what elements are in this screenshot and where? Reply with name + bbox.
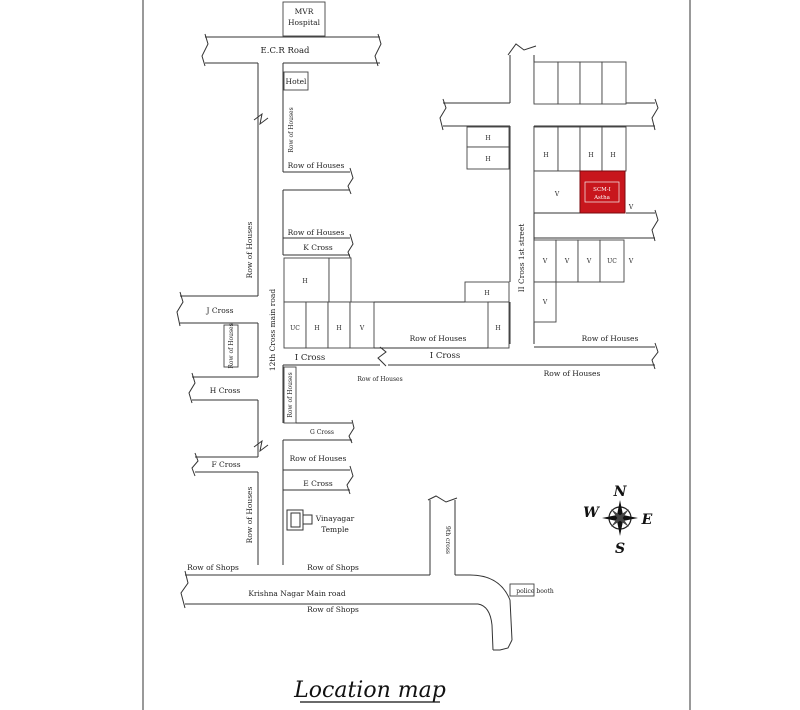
plot-h-mid-label: H	[484, 290, 489, 297]
i-cross-left-label: I Cross	[295, 353, 325, 363]
police-booth-box	[509, 583, 535, 597]
plot-row-v	[533, 239, 625, 323]
plot-v-r3-label: V	[586, 258, 592, 265]
road-upper-block	[283, 167, 354, 195]
plot-grid-right	[533, 126, 655, 214]
plot-h-g2-label: H	[588, 152, 593, 159]
plot-h-1-label: H	[314, 325, 319, 332]
row-houses-1-label: Row of Houses	[288, 161, 345, 170]
g-cross	[283, 419, 355, 444]
plot-uc-r-label: UC	[607, 258, 617, 265]
site-label-2: Astha	[593, 195, 611, 201]
map-title: Location map	[293, 678, 446, 703]
e-cross-label: E Cross	[303, 479, 333, 488]
site-label-1: SCM-I	[593, 187, 611, 193]
compass-n: N	[613, 484, 628, 500]
plot-h-r2	[466, 146, 510, 170]
hotel-box	[283, 71, 309, 91]
plot-uc-label: UC	[290, 325, 300, 332]
i-cross	[283, 342, 659, 370]
row-shops-left-label: Row of Shops	[187, 563, 239, 572]
f-cross-label: F Cross	[211, 460, 240, 469]
plot-v-g1-label: V	[554, 191, 560, 198]
hotel-label: Hotel	[286, 77, 308, 86]
k-cross-label: K Cross	[303, 243, 333, 252]
plot-v-r2-label: V	[564, 258, 570, 265]
row-houses-top-vertical: Row of Houses	[288, 107, 295, 152]
compass-s: S	[615, 541, 625, 557]
row-shops-bottom-label: Row of Shops	[307, 605, 359, 614]
plot-h-mid	[464, 281, 510, 303]
plot-h-top-label: H	[302, 278, 307, 285]
hospital-box	[282, 1, 326, 37]
road-below-site	[534, 209, 659, 242]
plot-empty-top	[328, 257, 352, 303]
plot-v-r5-label: V	[542, 299, 548, 306]
temple-label-1: Vinayagar	[315, 514, 355, 523]
j-cross-label: J Cross	[206, 306, 234, 315]
row-houses-right-label: Row of Houses	[582, 334, 639, 343]
row-shops-mid-label: Row of Shops	[307, 563, 359, 572]
ninth-cross	[427, 495, 458, 575]
row-houses-2-label: Row of Houses	[288, 228, 345, 237]
krishna-nagar-main-road	[180, 570, 513, 651]
plot-v-1	[349, 301, 375, 349]
f-cross	[191, 452, 258, 477]
plot-v-r1-label: V	[542, 258, 548, 265]
row-houses-bottom-right-label: Row of Houses	[544, 369, 601, 378]
h-cross-label: H Cross	[210, 386, 241, 395]
row-houses-small-box	[223, 324, 239, 368]
compass-w: W	[583, 505, 600, 521]
second-cross-first-street	[507, 43, 537, 344]
row-houses-mid-block	[374, 281, 510, 349]
row-houses-left-vertical: Row of Houses	[245, 222, 254, 279]
row-houses-lower-vertical: Row of Houses	[245, 487, 254, 544]
e-cross	[283, 465, 354, 495]
site-plot-label-box	[584, 181, 620, 203]
temple-label-2: Temple	[321, 525, 349, 534]
plot-h-right-label: H	[495, 325, 500, 332]
ninth-cross-label: 9th cross	[444, 526, 451, 554]
j-cross	[176, 291, 258, 327]
police-booth-label: police booth	[516, 588, 554, 595]
compass-e: E	[641, 512, 653, 528]
row-houses-under-label: Row of Houses	[357, 376, 402, 383]
temple-icon	[286, 509, 313, 531]
plot-h-g1-label: H	[543, 152, 548, 159]
g-cross-label: G Cross	[310, 429, 334, 436]
cross-main-road-label: 12th Cross main road	[268, 289, 277, 371]
hospital-label-1: MVR	[295, 7, 314, 16]
hospital-label-2: Hospital	[288, 18, 321, 27]
row-houses-small-vertical: Row of Houses	[228, 323, 235, 368]
plot-v-1-label: V	[359, 325, 365, 332]
ecr-road-label: E.C.R Road	[261, 46, 310, 56]
plot-h-r2-label: H	[485, 156, 490, 163]
second-cross-label: II Cross 1st street	[517, 224, 526, 293]
plot-v-r4-label: V	[628, 258, 634, 265]
compass-rose-icon	[602, 500, 638, 536]
i-cross-right-label: I Cross	[430, 351, 460, 361]
plot-h-r1-label: H	[485, 135, 490, 142]
k-cross	[283, 233, 354, 261]
row-houses-mid-vertical: Row of Houses	[287, 372, 294, 417]
plot-h-right	[487, 301, 510, 349]
ecr-road	[201, 33, 382, 67]
plot-h-g3-label: H	[610, 152, 615, 159]
plot-block-left	[283, 257, 375, 349]
row-houses-g-label: Row of Houses	[290, 454, 347, 463]
krishna-nagar-label: Krishna Nagar Main road	[248, 589, 346, 598]
plot-grid-top	[533, 61, 627, 105]
twelfth-cross-main-road	[253, 63, 284, 565]
h-cross	[188, 372, 258, 404]
row-houses-mid-label: Row of Houses	[410, 334, 467, 343]
site-plot	[579, 170, 626, 214]
plot-h-2-label: H	[336, 325, 341, 332]
row-houses-mid-vertical-box	[283, 366, 297, 424]
plot-v-g2-label: V	[628, 204, 634, 211]
